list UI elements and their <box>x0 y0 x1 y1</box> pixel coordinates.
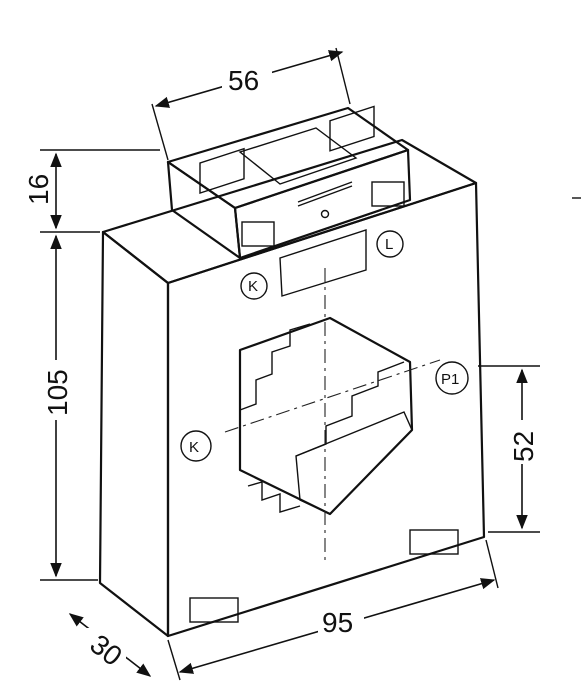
marking-k-side: K <box>189 439 199 456</box>
dim-95-ext-right <box>485 539 499 589</box>
window-lower-face <box>295 411 413 515</box>
marking-p1-circle <box>435 361 469 395</box>
dim-52-text: 52 <box>508 431 539 462</box>
marking-k-top: K <box>248 278 258 295</box>
housing-front-face <box>166 181 486 638</box>
dim-56-bg <box>222 62 272 96</box>
terminal-slot-front-left <box>241 221 275 247</box>
terminal-clip-right <box>329 105 375 152</box>
marking-l-top: L <box>385 236 393 253</box>
marking-p1: P1 <box>441 371 459 388</box>
terminal-block-side <box>166 160 242 260</box>
dim-30-bg <box>86 628 126 662</box>
dim-56-ext-right <box>335 47 351 105</box>
dim-52-bg <box>508 420 538 464</box>
dim-56-text: 56 <box>228 65 259 96</box>
terminal-vent <box>297 181 353 203</box>
primary-window <box>238 316 414 516</box>
window-steps-inner <box>295 361 405 457</box>
terminal-screw <box>320 209 330 219</box>
marking-k-top-circle <box>240 272 268 300</box>
mounting-foot-right <box>409 529 459 555</box>
dim-105-bg <box>40 360 74 420</box>
mounting-foot-left <box>189 597 239 623</box>
dim-16-text: 16 <box>23 174 54 205</box>
housing-top-face <box>101 138 478 285</box>
terminal-slot-front-right <box>371 181 405 207</box>
dim-56-ext-left <box>151 103 169 161</box>
terminal-window <box>238 127 358 185</box>
dim-105-text: 105 <box>42 369 73 416</box>
terminal-vent <box>297 185 353 207</box>
dim-95-ext-left <box>167 639 181 681</box>
marking-l-top-circle <box>376 230 404 258</box>
marking-k-side-circle <box>180 430 212 462</box>
window-steps-lower <box>247 481 301 513</box>
centerline-horizontal <box>224 359 441 433</box>
dim-95-text: 95 <box>322 607 353 638</box>
terminal-clip-left <box>199 147 245 194</box>
terminal-block-front <box>233 148 412 260</box>
dim-95-bg <box>318 602 364 638</box>
label-plate <box>279 229 367 297</box>
window-steps-left <box>239 323 311 411</box>
housing-left-face <box>98 230 170 638</box>
